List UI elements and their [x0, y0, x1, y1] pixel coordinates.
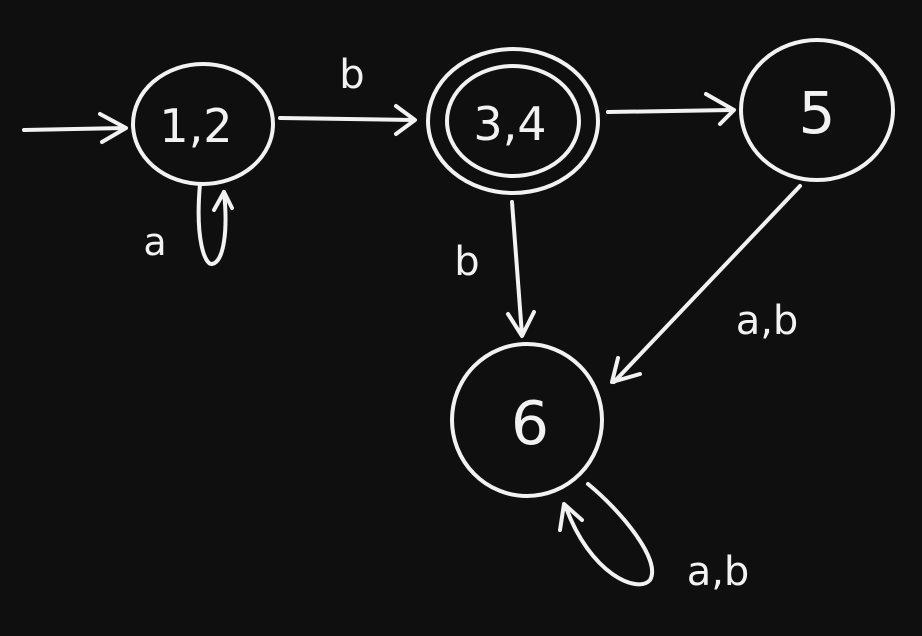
state-3-4[interactable]: 3,4: [426, 47, 600, 195]
transition-5-to-6: a,b: [610, 184, 802, 384]
transition-1-2-self-loop: a: [143, 182, 234, 266]
transition-label: a: [143, 220, 166, 264]
state-label: 1,2: [159, 99, 232, 153]
transition-label: a,b: [687, 549, 750, 595]
transition-label: b: [339, 52, 364, 98]
state-5[interactable]: 5: [739, 38, 895, 182]
start-arrow: [22, 112, 128, 144]
state-label: 6: [511, 389, 549, 459]
transition-label: b: [454, 239, 479, 285]
state-6[interactable]: 6: [450, 342, 604, 498]
state-1-2[interactable]: 1,2: [131, 62, 275, 186]
transition-1-2-to-3-4: b: [278, 52, 417, 136]
transition-label: a,b: [736, 298, 799, 344]
transition-3-4-to-5: [606, 92, 736, 126]
transition-3-4-to-6: b: [454, 200, 536, 338]
state-label: 5: [799, 79, 836, 147]
transition-6-self-loop: a,b: [558, 482, 750, 595]
state-label: 3,4: [473, 97, 546, 151]
